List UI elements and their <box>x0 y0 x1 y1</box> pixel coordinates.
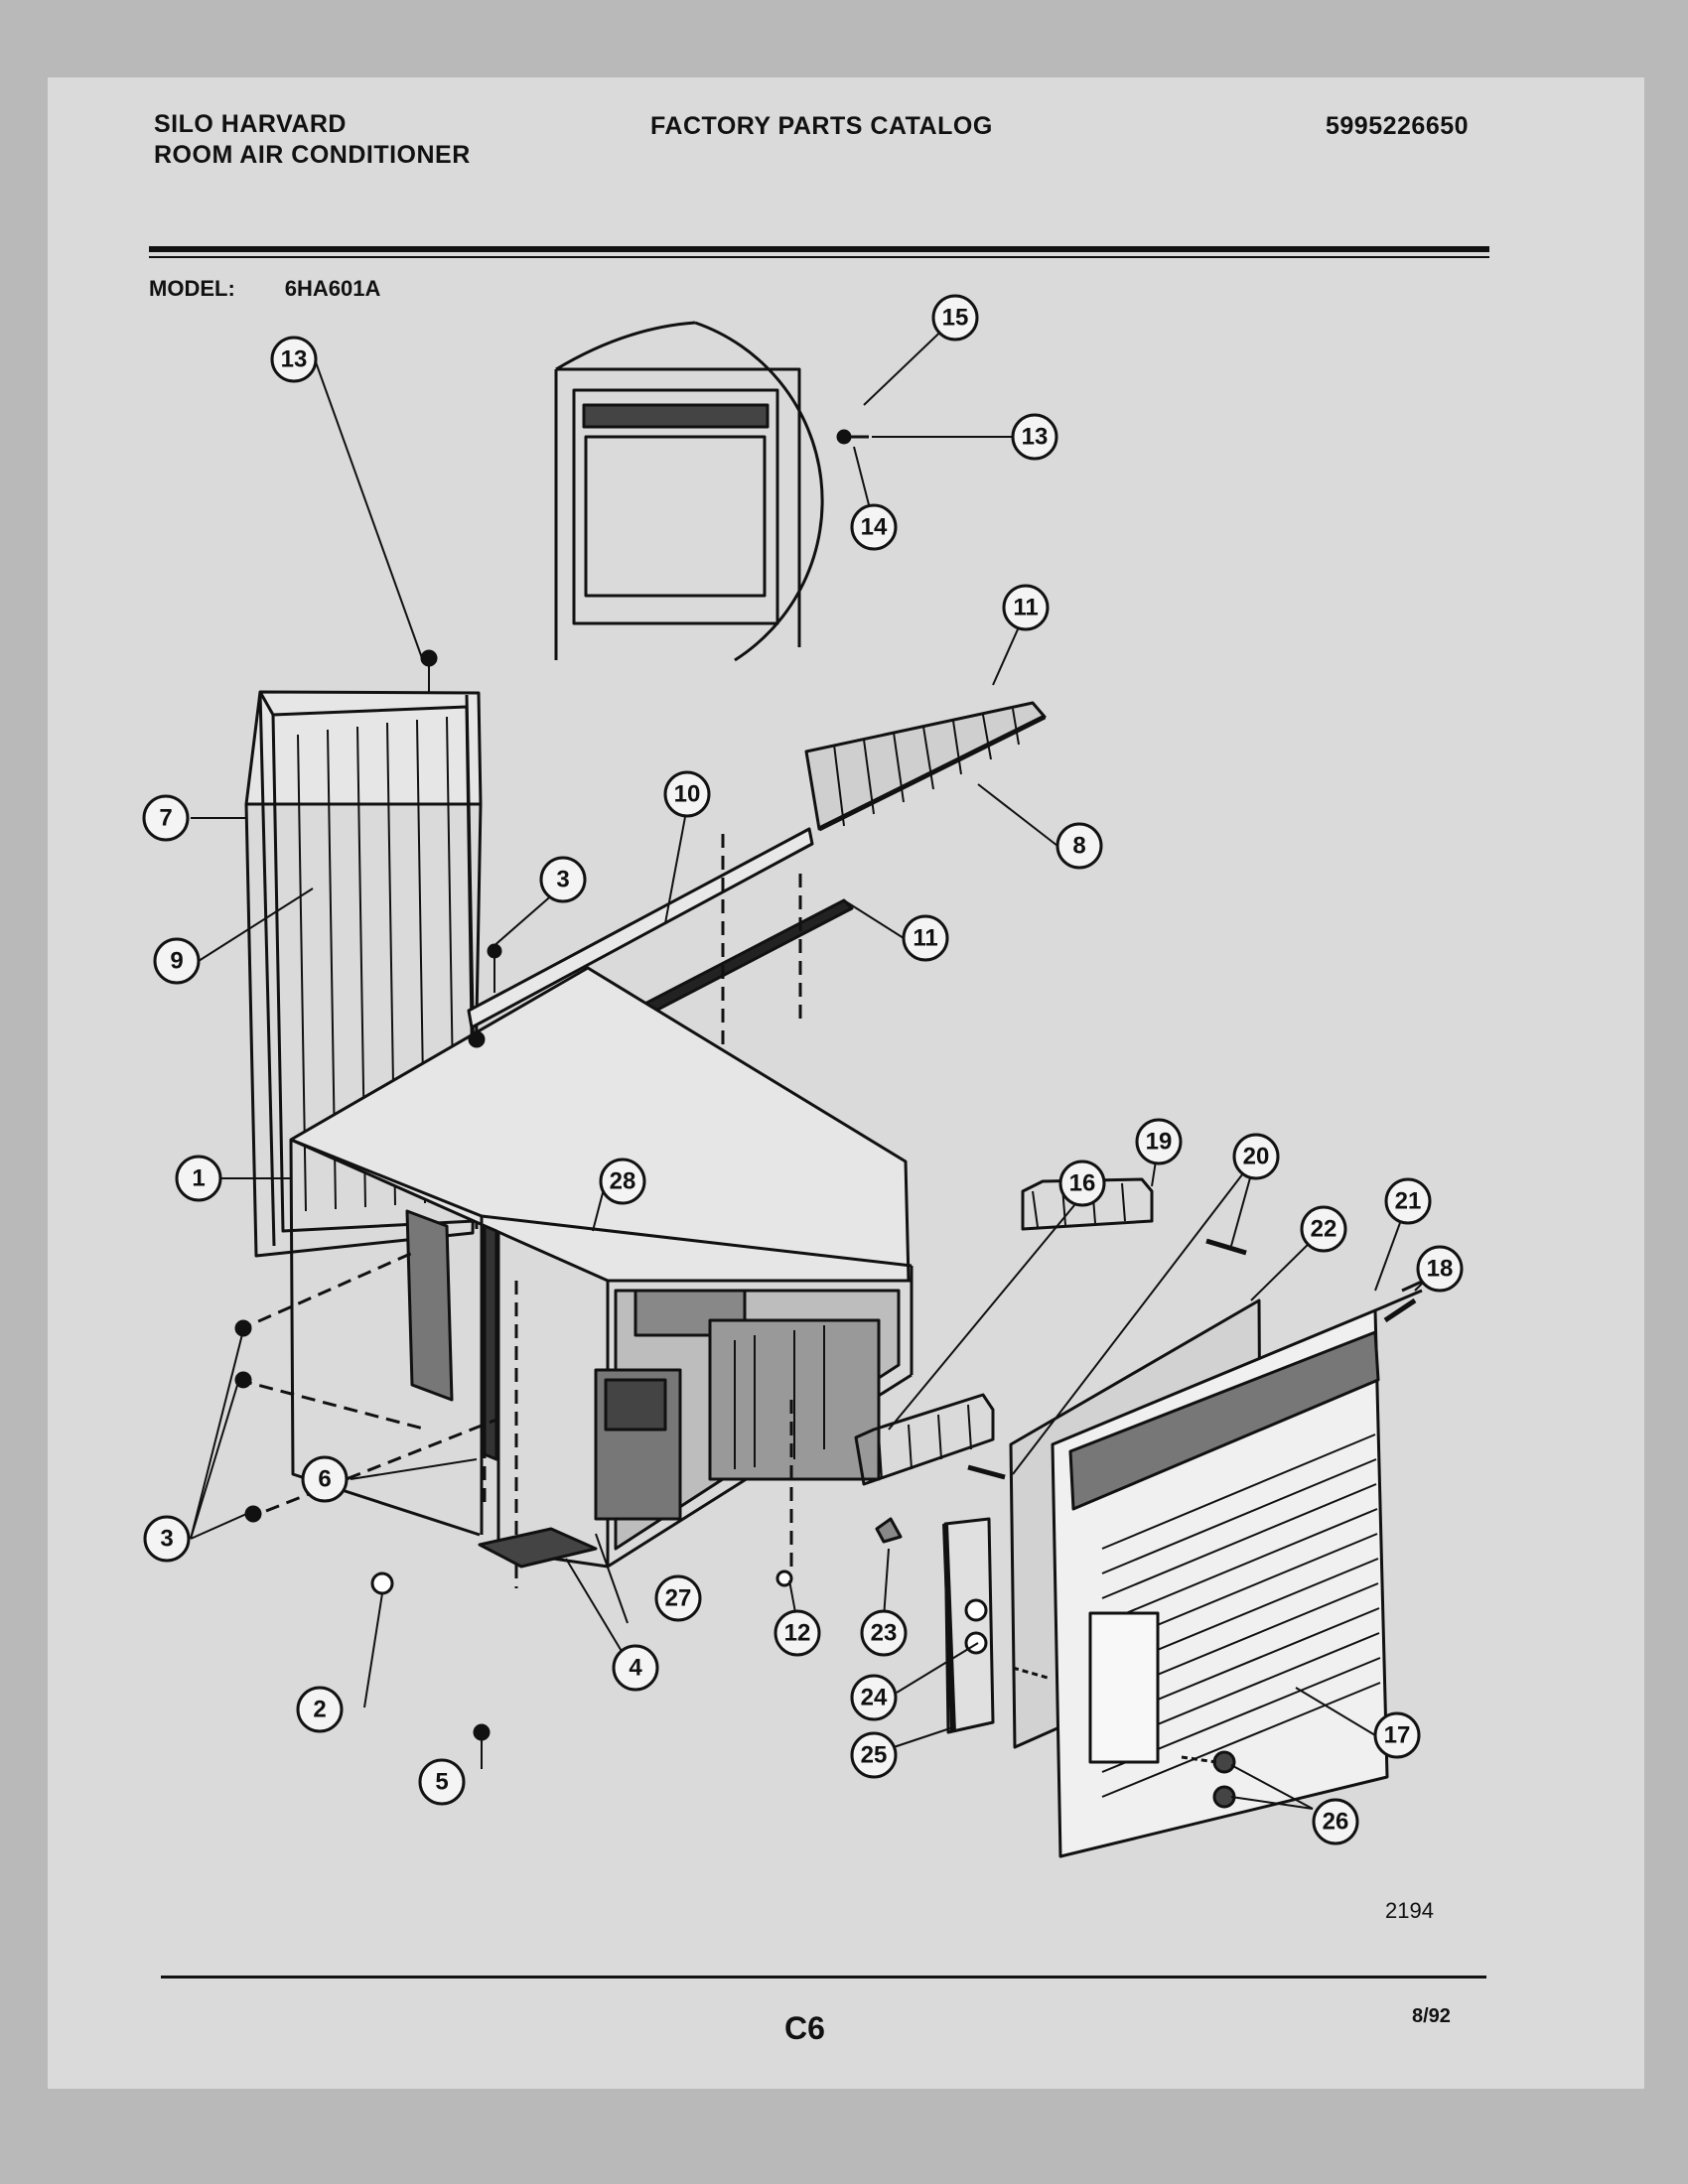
callout-20: 20 <box>1232 1133 1280 1180</box>
control-plate <box>942 1517 1236 1809</box>
svg-text:28: 28 <box>610 1168 636 1195</box>
detail-inset <box>554 321 869 662</box>
catalog-title: FACTORY PARTS CATALOG <box>650 112 993 140</box>
svg-text:17: 17 <box>1384 1722 1411 1749</box>
revision-date: 8/92 <box>1412 2005 1451 2027</box>
callout-10: 10 <box>663 770 711 818</box>
footer-rule <box>161 1976 1486 1979</box>
svg-text:2: 2 <box>313 1697 326 1723</box>
svg-text:10: 10 <box>674 781 701 808</box>
callout-14: 14 <box>850 503 898 551</box>
svg-text:21: 21 <box>1395 1188 1422 1215</box>
svg-text:24: 24 <box>861 1685 888 1711</box>
callout-19: 19 <box>1135 1118 1183 1165</box>
svg-text:12: 12 <box>784 1620 811 1647</box>
base-pan <box>478 1527 598 1569</box>
svg-text:13: 13 <box>1022 424 1049 451</box>
air-deflector <box>804 701 1047 832</box>
svg-text:6: 6 <box>318 1466 331 1493</box>
callout-26: 26 <box>1312 1798 1359 1845</box>
svg-text:20: 20 <box>1243 1144 1270 1170</box>
callout-11: 11 <box>902 914 949 962</box>
callout-6: 6 <box>301 1455 349 1503</box>
svg-text:15: 15 <box>942 305 969 332</box>
callout-8: 8 <box>1055 822 1103 870</box>
callout-5: 5 <box>418 1758 466 1806</box>
fasteners <box>234 1030 903 1741</box>
figure-number: 2194 <box>1385 1898 1434 1923</box>
svg-text:9: 9 <box>170 948 183 975</box>
filter-clips <box>854 1177 1247 1486</box>
header-rule-thick <box>149 246 1489 252</box>
svg-text:23: 23 <box>871 1620 898 1647</box>
svg-text:19: 19 <box>1146 1129 1173 1156</box>
brand-block: SILO HARVARD ROOM AIR CONDITIONER <box>154 109 471 171</box>
callout-3: 3 <box>143 1515 191 1563</box>
svg-text:25: 25 <box>861 1742 888 1769</box>
callout-25: 25 <box>850 1731 898 1779</box>
callout-9-left: 9 <box>153 937 201 985</box>
catalog-number: 5995226650 <box>1326 112 1470 140</box>
header-rule-thin <box>149 256 1489 258</box>
model-row: MODEL: 6HA601A <box>149 276 380 302</box>
svg-text:14: 14 <box>861 514 888 541</box>
svg-text:7: 7 <box>159 805 172 832</box>
callout-27: 27 <box>654 1574 702 1622</box>
svg-text:1: 1 <box>192 1165 205 1192</box>
callout-23: 23 <box>860 1609 908 1657</box>
callout-28: 28 <box>599 1158 646 1205</box>
callout-2: 2 <box>296 1686 344 1733</box>
callout-9-right: 11 <box>1002 584 1050 631</box>
brand-line-2: ROOM AIR CONDITIONER <box>154 141 471 169</box>
svg-text:11: 11 <box>1013 595 1038 621</box>
callout-17: 17 <box>1373 1711 1421 1759</box>
front-panel <box>1051 1274 1436 1858</box>
svg-text:3: 3 <box>160 1526 173 1553</box>
svg-text:26: 26 <box>1323 1809 1349 1836</box>
svg-text:27: 27 <box>665 1585 692 1612</box>
brand-line-1: SILO HARVARD <box>154 110 347 138</box>
callout-24: 24 <box>850 1674 898 1721</box>
svg-text:3: 3 <box>556 867 569 893</box>
leader-lines <box>181 319 1436 1810</box>
callout-22: 22 <box>1300 1205 1347 1253</box>
model-label: MODEL: <box>149 276 235 301</box>
svg-text:16: 16 <box>1069 1170 1096 1197</box>
svg-text:18: 18 <box>1427 1256 1454 1283</box>
cabinet <box>237 834 914 1588</box>
callout-13-inset: 13 <box>1011 413 1058 461</box>
svg-text:13: 13 <box>281 346 308 373</box>
callout-7: 7 <box>142 794 190 842</box>
callout-15: 15 <box>931 294 979 341</box>
callout-13: 13 <box>270 336 318 383</box>
svg-text:4: 4 <box>629 1655 642 1682</box>
callout-4: 4 <box>612 1644 659 1692</box>
callout-1: 1 <box>175 1155 222 1202</box>
svg-text:22: 22 <box>1311 1216 1337 1243</box>
svg-text:8: 8 <box>1072 833 1085 860</box>
model-value: 6HA601A <box>284 276 381 301</box>
svg-text:5: 5 <box>435 1769 448 1796</box>
page-number: C6 <box>784 2010 825 2046</box>
callout-21: 21 <box>1384 1177 1432 1225</box>
callout-16: 16 <box>1058 1160 1106 1207</box>
svg-text:11: 11 <box>913 925 937 952</box>
callout-12: 12 <box>774 1609 821 1657</box>
callout-18: 18 <box>1416 1245 1464 1293</box>
callout-3-top: 3 <box>539 856 587 903</box>
